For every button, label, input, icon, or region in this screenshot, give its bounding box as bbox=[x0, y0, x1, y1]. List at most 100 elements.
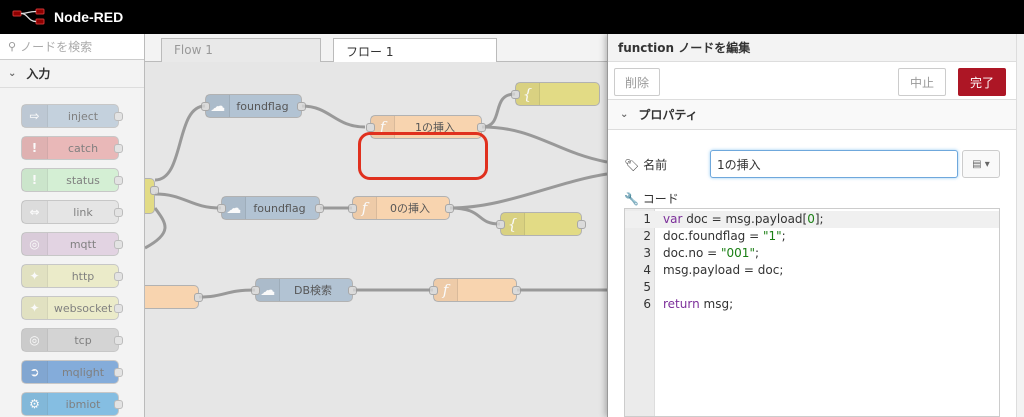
palette-node-inject[interactable]: ⇨inject bbox=[21, 104, 123, 128]
code-text: doc.no = "001"; bbox=[663, 246, 760, 260]
tab-flow-1[interactable]: Flow 1 bbox=[161, 38, 321, 62]
output-port[interactable] bbox=[114, 176, 123, 185]
scrollbar[interactable] bbox=[1016, 34, 1024, 417]
input-port[interactable] bbox=[366, 123, 375, 132]
app-header: Node-RED bbox=[0, 0, 1024, 34]
output-port[interactable] bbox=[194, 293, 203, 302]
flow-node-foundflag-mid[interactable]: ☁foundflag bbox=[217, 196, 324, 220]
code-text: var doc = msg.payload[0]; bbox=[663, 212, 824, 226]
palette-node-mqtt[interactable]: ◎ mqtt bbox=[21, 232, 123, 256]
palette-node-label: http bbox=[71, 269, 95, 283]
exclamation-icon: ! bbox=[22, 137, 48, 159]
code-label-text: コード bbox=[642, 192, 679, 206]
input-port[interactable] bbox=[429, 286, 438, 295]
library-button[interactable]: ▤ ▾ bbox=[962, 150, 1000, 178]
palette-search-input[interactable]: ⚲ ノードを検索 bbox=[0, 34, 144, 60]
palette-node-label: mqlight bbox=[61, 365, 105, 379]
code-label: 🔧 コード bbox=[624, 190, 679, 207]
tab-flow-jp-1[interactable]: フロー 1 bbox=[333, 38, 497, 63]
flow-node-offscreen[interactable] bbox=[145, 178, 159, 214]
output-port[interactable] bbox=[114, 112, 123, 121]
flow-node-offscreen[interactable] bbox=[145, 285, 203, 309]
flow-node-label: DB検索 bbox=[293, 284, 333, 297]
code-line[interactable]: 5 bbox=[625, 279, 999, 296]
flow-node-label: 0の挿入 bbox=[390, 202, 430, 215]
output-port[interactable] bbox=[114, 336, 123, 345]
palette-search-placeholder: ノードを検索 bbox=[20, 40, 93, 54]
output-port[interactable] bbox=[114, 272, 123, 281]
node-red-logo-icon bbox=[12, 8, 46, 26]
tray-title: function ノードを編集 bbox=[608, 34, 1016, 62]
globe-icon: ✦ bbox=[22, 297, 48, 319]
output-port[interactable] bbox=[114, 240, 123, 249]
palette-node-label: mqtt bbox=[69, 237, 97, 251]
flow-node-function-bottom[interactable]: f bbox=[429, 278, 521, 302]
palette-node-link[interactable]: ⇔link bbox=[21, 200, 123, 224]
input-port[interactable] bbox=[201, 102, 210, 111]
output-port[interactable] bbox=[577, 220, 586, 229]
delete-button[interactable]: 削除 bbox=[614, 68, 660, 96]
book-icon: ▤ ▾ bbox=[972, 158, 990, 170]
flow-node-foundflag-top[interactable]: ☁foundflag bbox=[201, 94, 306, 118]
line-number: 4 bbox=[643, 263, 651, 277]
palette-node-label: status bbox=[66, 173, 100, 187]
output-port[interactable] bbox=[477, 123, 486, 132]
output-port[interactable] bbox=[150, 186, 159, 195]
palette-category-input[interactable]: ⌄ 入力 bbox=[0, 60, 144, 88]
palette-category-label: 入力 bbox=[26, 67, 51, 81]
cancel-button[interactable]: 中止 bbox=[898, 68, 946, 96]
output-port[interactable] bbox=[315, 204, 324, 213]
line-number: 5 bbox=[643, 280, 651, 294]
arrow-icon: ⇨ bbox=[22, 105, 48, 127]
flow-node-template-mid[interactable]: { bbox=[496, 212, 586, 236]
output-port[interactable] bbox=[445, 204, 454, 213]
palette-node-label: ibmiot bbox=[65, 397, 101, 411]
bridge-icon: ◎ bbox=[22, 233, 48, 255]
palette-node-mqlight[interactable]: ➲mqlight bbox=[21, 360, 123, 384]
palette-node-label: tcp bbox=[74, 333, 92, 347]
palette-node-http[interactable]: ✦http bbox=[21, 264, 123, 288]
palette-node-tcp[interactable]: ◎ tcp bbox=[21, 328, 123, 352]
output-port[interactable] bbox=[114, 368, 123, 377]
code-text: return msg; bbox=[663, 297, 734, 311]
palette-node-label: link bbox=[73, 205, 93, 219]
palette-node-catch[interactable]: !catch bbox=[21, 136, 123, 160]
bridge-icon: ◎ bbox=[22, 329, 48, 351]
input-port[interactable] bbox=[511, 90, 520, 99]
flow-node-insert-0[interactable]: f 0の挿入 bbox=[348, 196, 454, 220]
chevron-down-icon: ⌄ bbox=[620, 109, 629, 120]
code-line[interactable]: 4 msg.payload = doc; bbox=[625, 262, 999, 279]
output-port[interactable] bbox=[348, 286, 357, 295]
output-port[interactable] bbox=[114, 304, 123, 313]
output-port[interactable] bbox=[114, 400, 123, 409]
properties-section-header[interactable]: ⌄ プロパティ bbox=[608, 100, 1016, 130]
input-port[interactable] bbox=[217, 204, 226, 213]
flow-node-template-top[interactable]: { bbox=[511, 82, 600, 106]
palette-node-websocket[interactable]: ✦websocket bbox=[21, 296, 123, 320]
function-icon: f bbox=[353, 197, 377, 219]
done-button[interactable]: 完了 bbox=[958, 68, 1006, 96]
input-port[interactable] bbox=[348, 204, 357, 213]
output-port[interactable] bbox=[297, 102, 306, 111]
input-port[interactable] bbox=[251, 286, 260, 295]
code-text: msg.payload = doc; bbox=[663, 263, 784, 277]
palette-node-status[interactable]: ! status bbox=[21, 168, 123, 192]
tray-toolbar: 削除 中止 完了 bbox=[608, 62, 1016, 100]
output-port[interactable] bbox=[114, 208, 123, 217]
tab-label: フロー 1 bbox=[346, 45, 394, 59]
output-port[interactable] bbox=[512, 286, 521, 295]
flow-node-db-search[interactable]: ☁DB検索 bbox=[251, 278, 357, 302]
chevron-down-icon: ⌄ bbox=[8, 68, 17, 79]
exclamation-icon: ! bbox=[22, 169, 48, 191]
palette-node-ibmiot[interactable]: ⚙ibmiot bbox=[21, 392, 123, 416]
input-port[interactable] bbox=[496, 220, 505, 229]
name-field[interactable] bbox=[710, 150, 958, 178]
output-port[interactable] bbox=[114, 144, 123, 153]
